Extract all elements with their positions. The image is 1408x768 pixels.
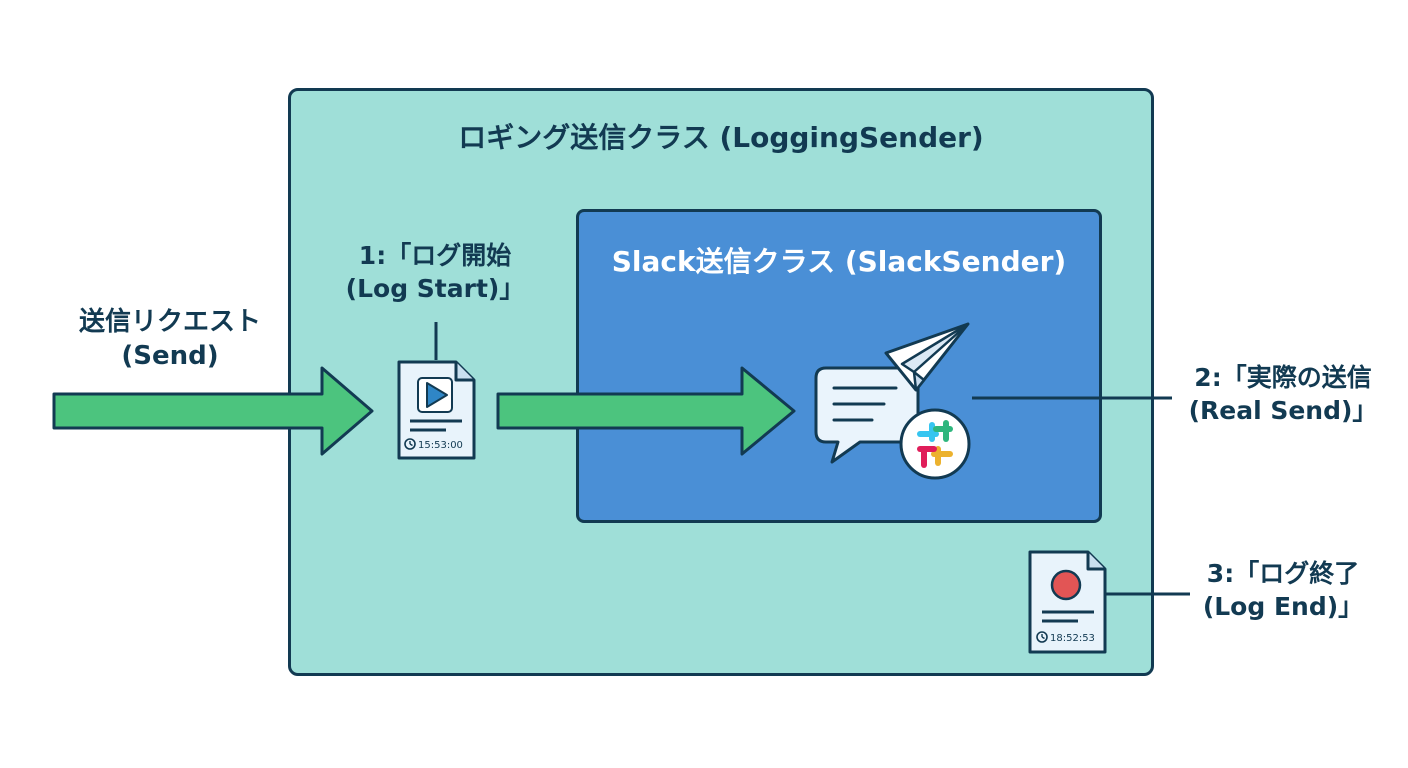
step2-label: 2:「実際の送信 (Real Send)」 xyxy=(1168,362,1398,427)
send-request-label-line2: (Send) xyxy=(121,340,219,371)
play-document-icon: 15:53:00 xyxy=(397,360,476,460)
step1-label-line1: 1:「ログ開始 xyxy=(358,241,512,270)
slack-logo-icon xyxy=(899,408,971,480)
step2-label-line1: 2:「実際の送信 xyxy=(1194,363,1372,392)
step1-time: 15:53:00 xyxy=(418,440,463,451)
logging-sender-title: ロギング送信クラス (LoggingSender) xyxy=(458,121,984,154)
forward-arrow xyxy=(496,366,796,456)
send-request-arrow xyxy=(52,366,374,456)
step1-label: 1:「ログ開始 (Log Start)」 xyxy=(330,240,540,305)
step2-label-line2: (Real Send)」 xyxy=(1188,395,1378,425)
step1-label-line2: (Log Start)」 xyxy=(345,273,525,303)
send-request-label: 送信リクエスト (Send) xyxy=(40,306,300,374)
chat-paper-plane-slack-icon xyxy=(814,322,971,480)
step3-label-line2: (Log End)」 xyxy=(1202,591,1364,621)
paper-plane-icon xyxy=(884,322,970,392)
step3-label: 3:「ログ終了 (Log End)」 xyxy=(1178,558,1388,623)
step3-time: 18:52:53 xyxy=(1050,633,1095,644)
step3-label-line1: 3:「ログ終了 xyxy=(1206,559,1360,588)
slack-sender-class-box xyxy=(576,209,1102,523)
slack-sender-title: Slack送信クラス (SlackSender) xyxy=(611,245,1067,278)
send-request-label-line1: 送信リクエスト xyxy=(78,307,261,337)
record-document-icon: 18:52:53 xyxy=(1028,550,1107,654)
